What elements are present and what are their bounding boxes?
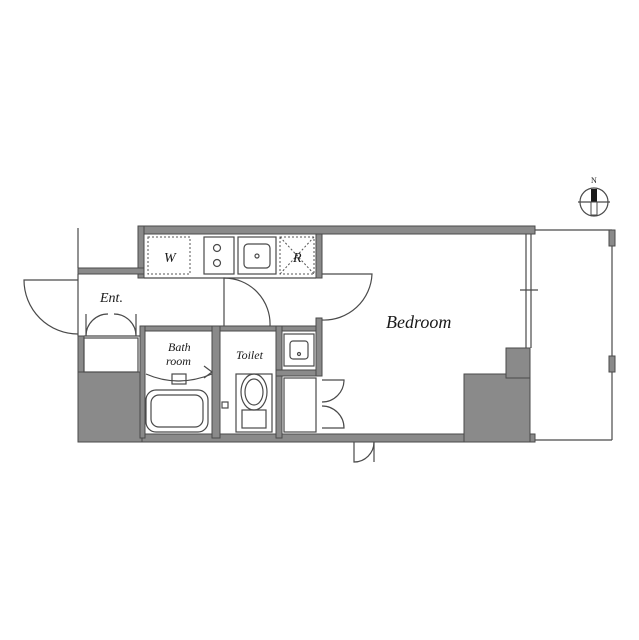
wall-bedroom-left [315,317,323,377]
meter-box-door [353,441,375,463]
wall-closet-top [275,369,323,377]
wall-bedroom-corner [463,373,531,443]
washer-label: W [164,251,177,266]
wall-kitchen-bedroom [315,233,323,279]
wall-toilet-right [275,325,283,439]
wall-bath-top [139,325,323,332]
bedroom-door [321,273,373,321]
wall-bath-left [139,325,146,439]
walls [77,225,536,443]
bath-curtain [145,373,213,382]
toilet-room: Toilet [235,333,315,433]
bath-label-line2: room [166,354,191,368]
wall-entrance-top [77,267,145,275]
toilet-tank [241,409,267,429]
washbasin-bowl-icon [289,340,309,360]
compass: N [578,176,610,217]
stove-burner-icon [212,243,222,268]
washer-space [147,236,191,275]
refrigerator-space [279,236,315,275]
bath-faucet-icon [171,373,187,385]
kitchen: W R [144,236,316,279]
washbasin [283,333,315,367]
entrance-door [23,279,79,335]
wall-bath-toilet [211,325,221,439]
entrance-label: Ent. [99,291,123,306]
refrigerator-label: R [292,251,302,266]
entrance-floor-block [77,371,143,443]
wall-kitchen-left [137,225,145,279]
toilet-cubicle [235,373,273,433]
north-label: N [591,176,597,185]
wall-top [137,225,536,235]
hall-door [223,277,271,327]
bath-label-line1: Bath [168,340,191,354]
balcony [520,229,616,441]
column-bedroom [505,347,531,379]
stove [203,236,235,275]
bedroom-label: Bedroom [386,312,451,332]
bathroom: Bath room [145,340,229,433]
sink-basin-icon [243,243,271,269]
shoe-cabinet [83,337,139,373]
toilet-label: Toilet [236,348,264,362]
entrance: Ent. [23,274,140,373]
bathtub [145,389,209,433]
closet [283,377,345,433]
kitchen-sink [237,236,277,275]
